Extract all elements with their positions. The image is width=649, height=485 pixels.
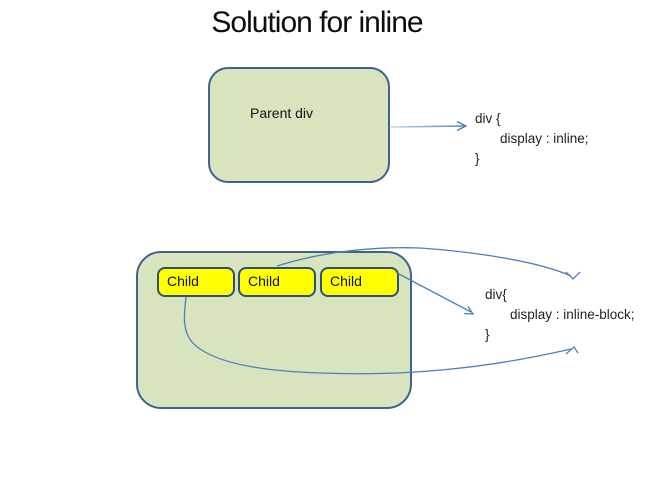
child-label: Child <box>248 273 280 289</box>
css-code-inline-block: div{ display : inline-block; } <box>485 285 635 345</box>
code-line: display : inline; <box>500 131 589 146</box>
down-arrowhead-icon <box>565 271 581 280</box>
code-line: } <box>475 151 480 166</box>
code-line: div { <box>475 111 501 126</box>
child-box-2: Child <box>238 267 316 297</box>
diagonal-arrowhead-icon <box>463 306 475 315</box>
parent-div-box: Parent div <box>208 67 390 183</box>
right-arrow-icon <box>390 125 467 128</box>
child-box-1: Child <box>157 267 235 297</box>
slide-title: Solution for inline <box>211 6 423 39</box>
code-line: div{ <box>485 287 507 302</box>
child-box-3: Child <box>320 267 399 297</box>
up-arrowhead-icon <box>565 346 579 355</box>
child-label: Child <box>330 273 362 289</box>
code-line: display : inline-block; <box>510 307 635 322</box>
css-code-inline: div { display : inline; } <box>475 109 589 169</box>
parent-div-label: Parent div <box>250 105 314 121</box>
right-arrowhead-icon <box>456 120 468 132</box>
children-container-box: Child Child Child <box>136 251 412 409</box>
code-line: } <box>485 327 490 342</box>
child-label: Child <box>167 273 199 289</box>
